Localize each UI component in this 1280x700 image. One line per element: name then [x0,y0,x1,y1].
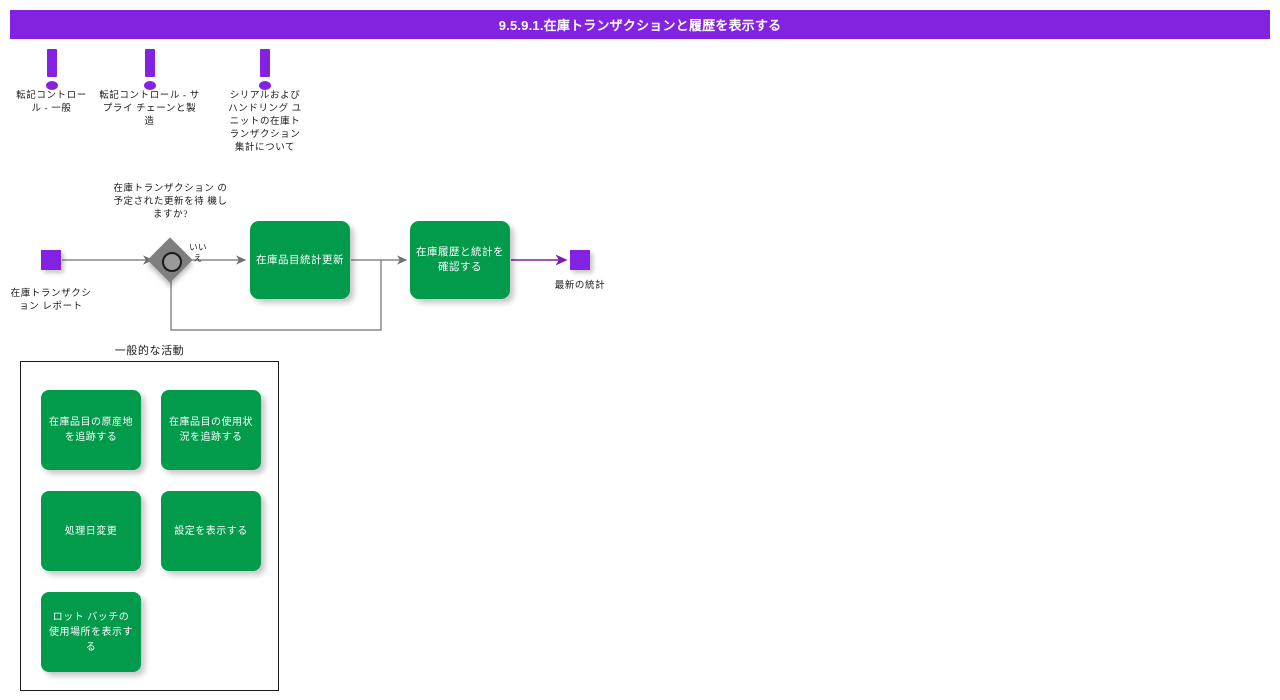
exclamation-dot [45,81,58,90]
start-node-label: 在庫トランザクション レポート [10,289,92,312]
warning-note-1-label: 転記コントロール - 一般 [16,91,87,114]
exclamation-icon [98,45,201,90]
activity-box-4[interactable]: 設定を表示する [161,491,261,571]
exclamation-bar [260,49,270,77]
end-node[interactable] [570,250,590,270]
start-node[interactable] [41,250,61,270]
common-activities-title: 一般的な活動 [114,345,185,357]
activity-box-5[interactable]: ロット バッチの使用場所を表示する [41,592,141,672]
process-step-1[interactable]: 在庫品目統計更新 [250,221,350,299]
page-title-bar: 9.5.9.1.在庫トランザクションと履歴を表示する [10,10,1270,39]
page-title: 9.5.9.1.在庫トランザクションと履歴を表示する [498,18,782,33]
activity-box-1[interactable]: 在庫品目の原産地を追跡する [41,390,141,470]
exclamation-bar [46,49,57,77]
common-activities-panel: 在庫品目の原産地を追跡する 在庫品目の使用状況を追跡する 処理日変更 設定を表示… [20,361,279,691]
warning-note-2-label: 転記コントロール - サプライ チェーンと製造 [99,91,200,127]
exclamation-icon [228,45,302,90]
activity-box-3[interactable]: 処理日変更 [41,491,141,571]
decision-node-ring [162,252,182,272]
decision-branch-label: いいえ [189,242,207,263]
decision-question: 在庫トランザクション の予定された更新を待 機しますか? [113,184,228,220]
exclamation-dot [143,81,156,90]
warning-note-2[interactable]: 転記コントロール - サプライ チェーンと製造 [98,45,201,129]
exclamation-dot [259,81,271,90]
exclamation-icon [14,45,89,90]
warning-note-3-label: シリアルおよびハンドリング ユニットの在庫トランザクション集計について [228,91,302,153]
activity-box-2[interactable]: 在庫品目の使用状況を追跡する [161,390,261,470]
warning-note-1[interactable]: 転記コントロール - 一般 [14,45,89,116]
warning-note-3[interactable]: シリアルおよびハンドリング ユニットの在庫トランザクション集計について [228,45,302,155]
process-step-2[interactable]: 在庫履歴と統計を確認する [410,221,510,299]
end-node-label: 最新の統計 [554,281,606,291]
exclamation-bar [144,49,155,77]
